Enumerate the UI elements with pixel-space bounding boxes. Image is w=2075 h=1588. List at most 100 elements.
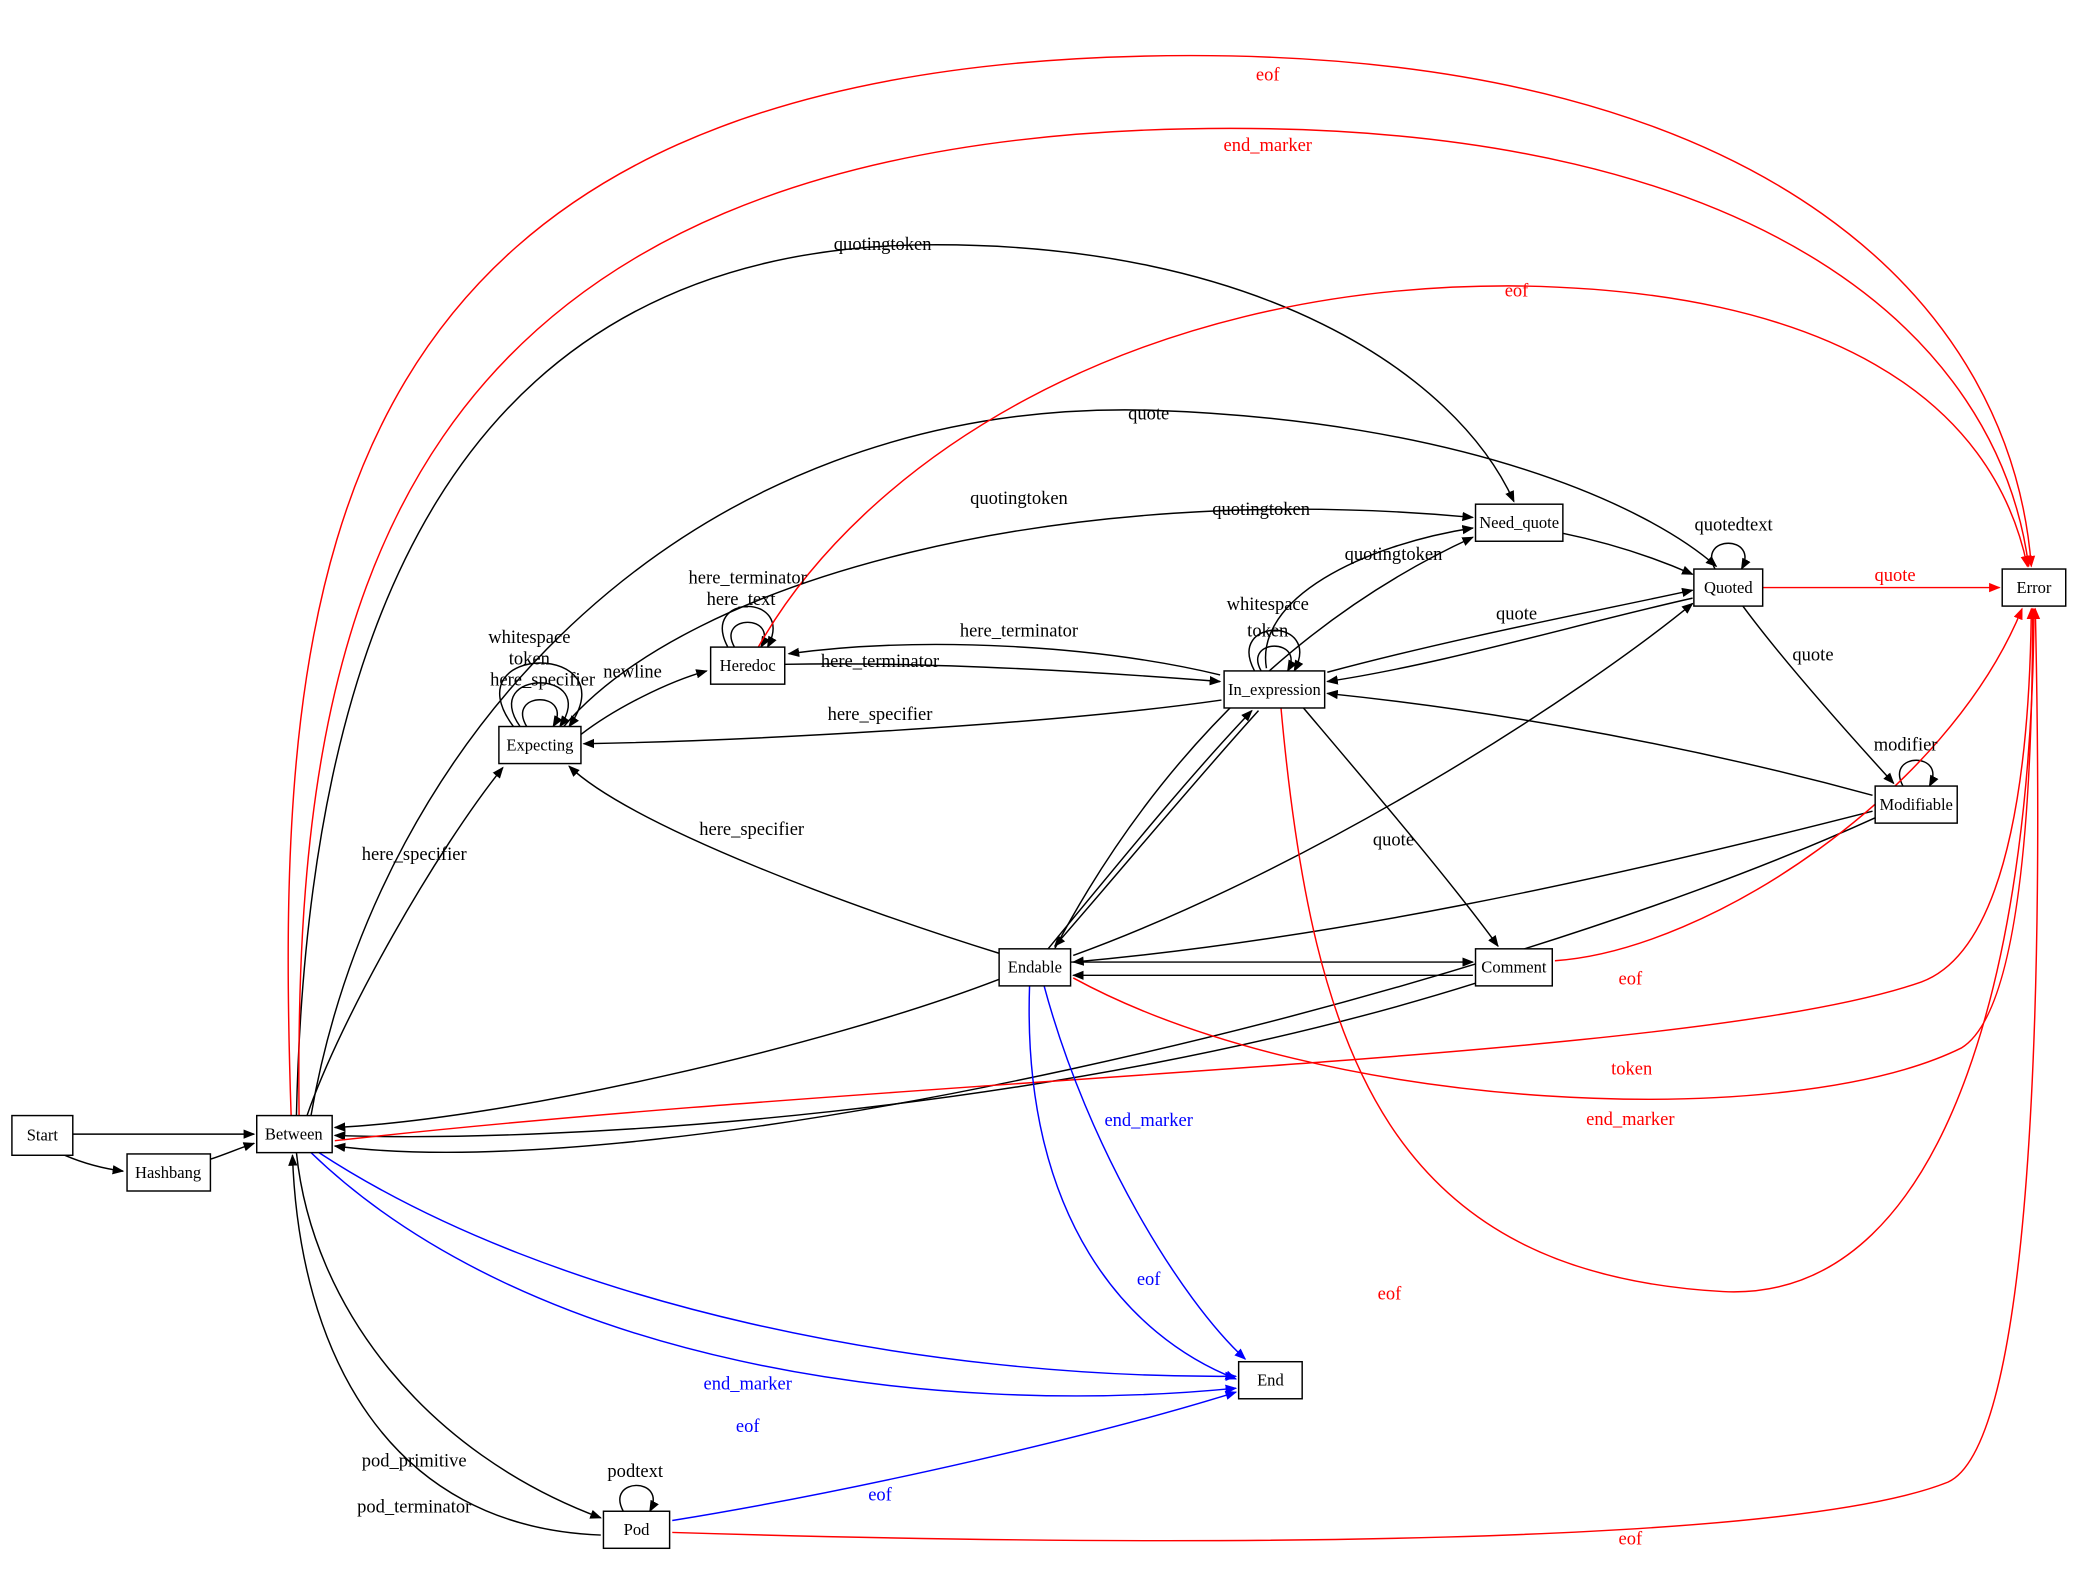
edge-label-whitespace: whitespace (488, 627, 570, 648)
node-box (1223, 670, 1326, 709)
node-label: Modifiable (1879, 795, 1952, 814)
node-box (1237, 1360, 1303, 1400)
edge-expecting-self-loop-2 (511, 682, 570, 728)
edge-label-eof: eof (1378, 1284, 1402, 1305)
node-label: Need_quote (1479, 513, 1559, 532)
edge-between-expecting-here-specifier (306, 766, 504, 1116)
edge-endable-end-end-marker (1043, 985, 1247, 1360)
node-error: Error (2001, 568, 2067, 607)
node-label: Start (27, 1126, 59, 1145)
edge-label-eof: eof (1256, 65, 1280, 86)
edge-pod-error-eof (672, 607, 2041, 1542)
edge-start-hashbang (64, 1154, 125, 1175)
edge-label-quote: quote (1373, 830, 1414, 851)
edge-label-eof: eof (1137, 1269, 1161, 1290)
edge-hashbang-between (210, 1142, 256, 1160)
node-box (2001, 568, 2067, 607)
edge-label-quote: quote (1874, 565, 1915, 586)
node-need-quote: Need_quote (1474, 503, 1564, 542)
edge-heredoc-self-loop-1 (730, 621, 771, 649)
edge-label-eof: eof (736, 1416, 760, 1437)
edge-label-here-specifier: here_specifier (362, 844, 467, 865)
edge-comment-between (333, 982, 1476, 1141)
edge-label-end-marker: end_marker (1104, 1110, 1192, 1131)
node-box (11, 1114, 74, 1156)
edge-label-quotedtext: quotedtext (1694, 515, 1773, 536)
node-in-expression: In_expression (1223, 670, 1326, 709)
edge-label-newline: newline (603, 662, 662, 683)
node-label: Comment (1481, 958, 1547, 977)
edge-comment-error-eof (1554, 607, 2023, 962)
edge-label-quote: quote (1792, 644, 1833, 665)
edge-endable-expecting-here-specifier (568, 765, 1002, 955)
edge-modifiable-self-loop-modifier (1899, 759, 1939, 788)
edge-expecting-heredoc-newline (580, 669, 708, 736)
edge-between-error-token (334, 607, 2036, 1142)
edge-inexpression-comment (1302, 707, 1499, 948)
node-endable: Endable (998, 948, 1072, 987)
node-box (256, 1114, 333, 1154)
edge-label-here-terminator: here_terminator (689, 568, 807, 589)
edge-label-here-terminator: here_terminator (821, 651, 939, 672)
edge-heredoc-self-loop-2 (721, 605, 777, 649)
edge-label-eof: eof (1619, 969, 1643, 990)
node-quoted: Quoted (1693, 568, 1764, 607)
edge-quoted-self-loop-quotedtext (1711, 542, 1751, 571)
edge-heredoc-inexpression-here-terminator (784, 663, 1222, 686)
edge-label-quote: quote (1128, 403, 1169, 424)
node-box (1474, 503, 1564, 542)
node-label: Heredoc (720, 656, 776, 675)
edge-label-quotingtoken: quotingtoken (834, 234, 932, 255)
edge-needquote-quoted (1562, 532, 1694, 575)
edge-label-token: token (509, 648, 550, 669)
edge-inexpression-self-loop-2 (1248, 629, 1304, 672)
edge-label-here-specifier: here_specifier (490, 669, 595, 690)
edge-label-pod-primitive: pod_primitive (362, 1450, 467, 1471)
edge-expecting-self-loop-1 (521, 699, 563, 728)
node-box (998, 948, 1072, 987)
edge-endable-error-end-marker (1072, 607, 2038, 1100)
node-box (1693, 568, 1764, 607)
edge-inexpression-needquote-quotingtoken (1264, 525, 1475, 669)
edge-label-token: token (1611, 1059, 1652, 1080)
edge-between-error-eof-top (287, 54, 2036, 1116)
edge-pod-between-pod-terminator (288, 1154, 601, 1536)
edge-endable-quoted-quote (1072, 602, 1694, 957)
edge-label-pod-terminator: pod_terminator (357, 1497, 471, 1518)
node-label: In_expression (1228, 680, 1321, 699)
edge-modifiable-inexpression (1326, 689, 1873, 797)
edge-between-needquote-quotingtoken (295, 244, 1515, 1116)
node-hashbang: Hashbang (126, 1153, 212, 1192)
edge-label-here-specifier: here_specifier (699, 819, 804, 840)
edge-label-end-marker: end_marker (703, 1374, 791, 1395)
edge-pod-self-loop-podtext (619, 1484, 659, 1513)
edge-modifiable-endable (1072, 810, 1873, 966)
node-label: Error (2017, 578, 2052, 597)
edge-label-here-terminator: here_terminator (960, 621, 1078, 642)
node-heredoc: Heredoc (709, 646, 786, 685)
edge-endable-inexpression (1047, 709, 1253, 950)
edge-inexpression-heredoc-here-terminator (787, 643, 1221, 676)
edge-label-here-specifier: here_specifier (828, 704, 933, 725)
edge-label-quotingtoken: quotingtoken (970, 488, 1068, 509)
edge-expecting-self-loop-3 (498, 662, 583, 728)
node-modifiable: Modifiable (1874, 785, 1958, 824)
edge-label-podtext: podtext (607, 1461, 663, 1482)
node-label: Between (265, 1124, 324, 1143)
edge-heredoc-error-eof (757, 285, 2030, 648)
edge-label-eof: eof (1505, 280, 1529, 301)
edge-inexpression-error-eof (1280, 607, 2039, 1293)
edge-between-end-eof (310, 1152, 1238, 1397)
edge-label-quote: quote (1496, 603, 1537, 624)
edge-between-error-end-marker (298, 127, 2032, 1116)
edge-label-here-text: here_text (707, 589, 777, 610)
edge-label-eof: eof (868, 1485, 892, 1506)
node-expecting: Expecting (498, 725, 582, 765)
node-box (1874, 785, 1958, 824)
node-pod: Pod (602, 1510, 671, 1550)
node-comment: Comment (1474, 948, 1554, 987)
edge-label-quotingtoken: quotingtoken (1212, 499, 1310, 520)
edge-inexpression-self-loop-1 (1257, 645, 1297, 672)
